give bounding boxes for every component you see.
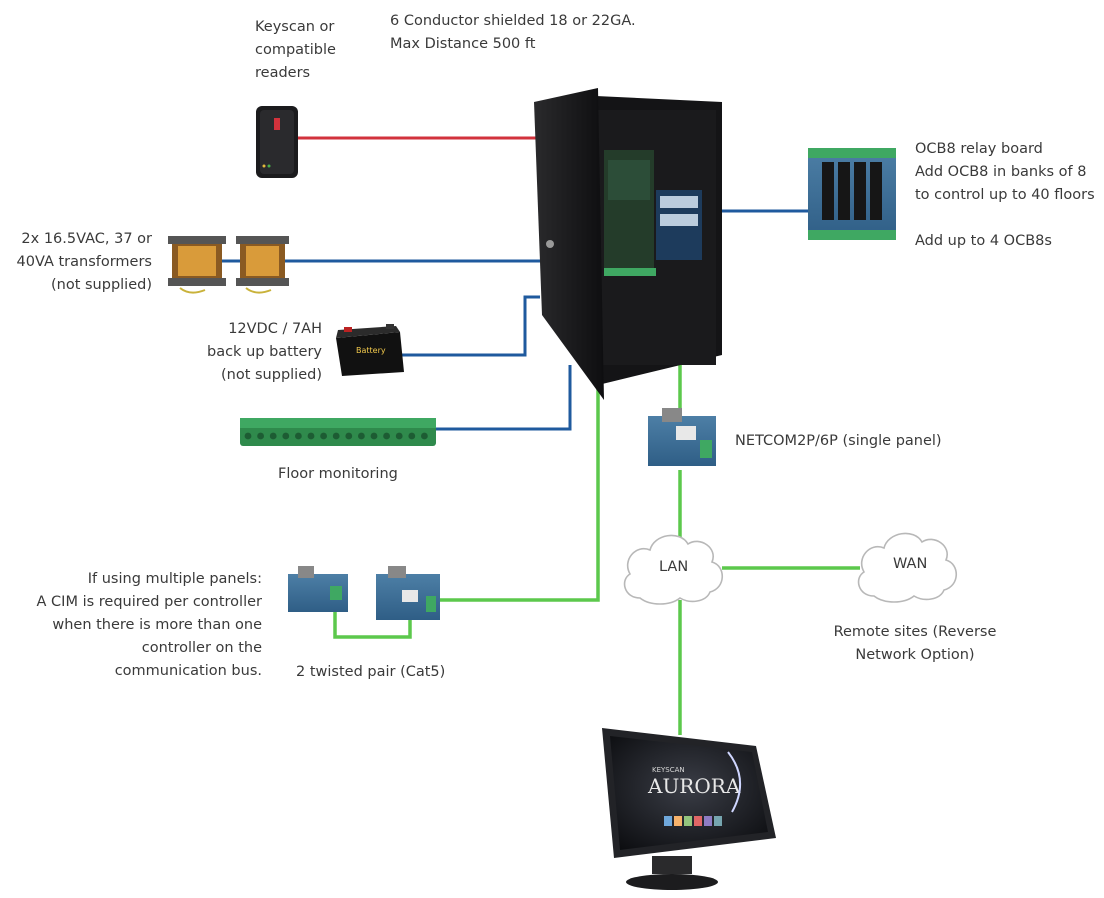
terminal-screw <box>421 432 428 440</box>
ocb8-label: OCB8 relay board Add OCB8 in banks of 8 … <box>915 141 1095 203</box>
dock-app-icon <box>714 816 722 826</box>
monitor-brand-small: KEYSCAN <box>652 766 685 774</box>
battery-case-text: Battery <box>356 346 386 355</box>
ocb8-max-label: Add up to 4 OCB8s <box>915 233 1052 249</box>
floor-monitoring-label: Floor monitoring <box>278 466 398 482</box>
lan-label: LAN <box>659 559 688 575</box>
transformers-label: 2x 16.5VAC, 37 or 40VA transformers (not… <box>16 231 153 293</box>
terminal-screw <box>295 432 302 440</box>
monitor-icon: KEYSCAN AURORA <box>602 728 776 890</box>
transformer-icon <box>236 236 289 294</box>
dock-app-icon <box>694 816 702 826</box>
terminal-screw <box>282 432 290 440</box>
dock-app-icon <box>664 816 672 826</box>
terminal-screw <box>244 432 252 440</box>
monitor-brand: AURORA <box>647 774 741 798</box>
terminal-screw <box>370 432 378 440</box>
terminal-screw <box>332 432 340 440</box>
terminal-screw <box>358 432 365 440</box>
controller-cabinet-icon <box>534 88 722 400</box>
terminal-strip-icon <box>240 418 436 446</box>
remote-sites-label: Remote sites (Reverse Network Option) <box>833 624 997 663</box>
terminal-screw <box>383 432 390 440</box>
wan-label: WAN <box>893 556 927 572</box>
battery-icon: Battery <box>336 324 404 376</box>
network-wires <box>333 355 860 735</box>
terminal-screw <box>345 432 353 440</box>
relay-board-icon <box>808 148 896 240</box>
terminal-screw <box>269 432 277 440</box>
multi-panel-note: If using multiple panels: A CIM is requi… <box>36 571 262 679</box>
cim-board-icon <box>376 566 440 620</box>
cable-spec-label: 6 Conductor shielded 18 or 22GA. Max Dis… <box>390 13 636 52</box>
wan-cloud-icon <box>857 532 958 603</box>
terminal-screw <box>257 432 264 440</box>
terminal-screw <box>307 432 315 440</box>
netcom-label: NETCOM2P/6P (single panel) <box>735 433 942 449</box>
terminal-screw <box>395 432 403 440</box>
terminal-screw <box>320 432 327 440</box>
card-reader-icon <box>256 106 298 178</box>
battery-label: 12VDC / 7AH back up battery (not supplie… <box>207 321 322 383</box>
power-wires <box>222 209 808 431</box>
terminal-screw <box>408 432 416 440</box>
dock-app-icon <box>704 816 712 826</box>
readers-label: Keyscan or compatible readers <box>255 19 336 81</box>
dock-app-icon <box>684 816 692 826</box>
dock-app-icon <box>674 816 682 826</box>
netcom-board-icon <box>648 408 716 466</box>
lan-cloud-icon <box>623 534 724 605</box>
twisted-pair-label: 2 twisted pair (Cat5) <box>296 664 446 680</box>
cim-board-icon <box>288 566 348 612</box>
transformer-icon <box>168 236 226 294</box>
